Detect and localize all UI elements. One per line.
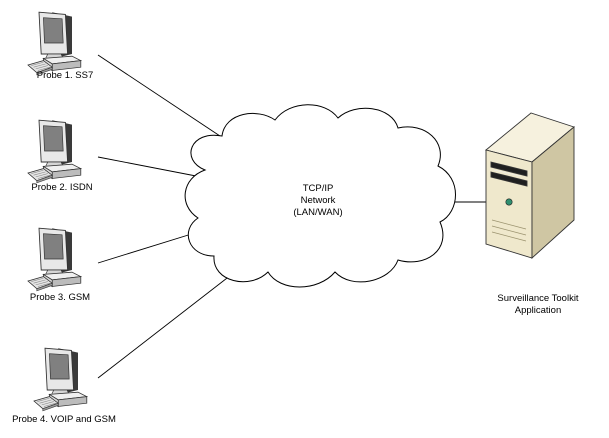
network-cloud: TCP/IP Network (LAN/WAN) bbox=[184, 104, 456, 288]
server: Surveillance Toolkit Application bbox=[485, 112, 579, 316]
probe-4-label: Probe 4. VOIP and GSM bbox=[12, 414, 116, 425]
server-label-line-2: Application bbox=[515, 305, 561, 316]
probe-1: Probe 1. SS7 bbox=[27, 11, 94, 81]
network-label-line-3: (LAN/WAN) bbox=[293, 207, 342, 218]
connection-lines bbox=[97, 54, 486, 379]
network-label-line-2: Network bbox=[301, 195, 336, 206]
probe-3-label: Probe 3. GSM bbox=[30, 292, 90, 303]
network-label-line-1: TCP/IP bbox=[303, 183, 334, 194]
link-probe-2 bbox=[97, 156, 197, 177]
probe-2-label: Probe 2. ISDN bbox=[31, 182, 92, 193]
probe-3: Probe 3. GSM bbox=[27, 227, 90, 303]
link-probe-4 bbox=[97, 267, 241, 379]
probe-4: Probe 4. VOIP and GSM bbox=[12, 347, 116, 425]
server-tower-icon bbox=[485, 112, 575, 260]
computer-icon bbox=[33, 347, 88, 412]
computer-icon bbox=[27, 119, 82, 184]
server-label-line-1: Surveillance Toolkit bbox=[497, 293, 579, 304]
computer-icon bbox=[27, 227, 82, 292]
link-probe-3 bbox=[97, 231, 199, 264]
probe-2: Probe 2. ISDN bbox=[27, 119, 93, 193]
link-probe-1 bbox=[97, 54, 227, 141]
computer-icon bbox=[27, 11, 82, 76]
probe-1-label: Probe 1. SS7 bbox=[37, 70, 94, 81]
